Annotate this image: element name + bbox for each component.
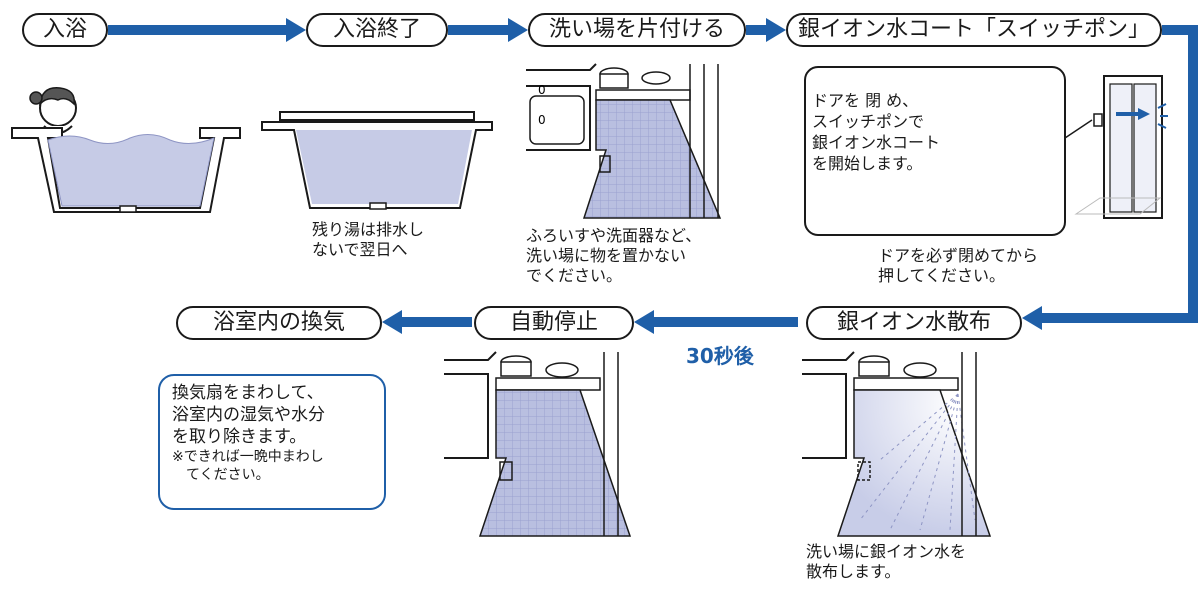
leftover-caption: 残り湯は排水し ないで翌日へ bbox=[312, 220, 424, 260]
caption-line: スイッチポンで bbox=[812, 112, 925, 131]
step-bath-end: 入浴終了 bbox=[306, 13, 448, 47]
caption-line: 換気扇をまわして、 bbox=[172, 383, 324, 403]
arrow-end-to-tidy bbox=[448, 18, 528, 42]
svg-text:0: 0 bbox=[538, 83, 546, 97]
door-note-caption: ドアを必ず閉めてから 押してください。 bbox=[878, 246, 1038, 286]
step-bath: 入浴 bbox=[22, 13, 108, 47]
caption-line: 押してください。 bbox=[878, 266, 1006, 285]
tidy-caption: ふろいすや洗面器など、 洗い場に物を置かない でください。 bbox=[526, 226, 701, 286]
caption-line: 洗い場に銀イオン水を bbox=[806, 542, 967, 561]
caption-line: 散布します。 bbox=[806, 562, 901, 581]
step-auto-stop: 自動停止 bbox=[474, 306, 634, 340]
caption-line: ドアを 閉 め、 bbox=[812, 91, 919, 110]
caption-line: 洗い場に物を置かない bbox=[526, 246, 687, 265]
arrow-spray-to-stop bbox=[634, 310, 798, 334]
arrow-bath-to-end bbox=[108, 18, 306, 42]
bathtub-with-person-illustration bbox=[11, 87, 241, 213]
caption-line: てください。 bbox=[186, 467, 270, 483]
arrow-coat-to-spray bbox=[1022, 25, 1198, 330]
caption-line: を取り除きます。 bbox=[172, 427, 307, 447]
ventilation-note-box bbox=[158, 374, 386, 510]
wash-area-tidy-illustration: 0 0 bbox=[526, 63, 734, 219]
step-tidy: 洗い場を片付ける bbox=[528, 13, 746, 47]
caption-line: ドアを必ず閉めてから bbox=[878, 246, 1039, 265]
delay-label: 30秒後 bbox=[686, 344, 754, 368]
bathtub-with-lid-illustration bbox=[261, 111, 493, 210]
wash-area-spraying-illustration bbox=[802, 351, 1002, 537]
wash-area-stopped-illustration bbox=[444, 351, 636, 537]
caption-line: を開始します。 bbox=[812, 154, 923, 173]
step-silver-ion-spray: 銀イオン水散布 bbox=[806, 306, 1022, 340]
arrow-tidy-to-coat bbox=[746, 18, 786, 42]
svg-text:0: 0 bbox=[538, 113, 546, 127]
step-ventilation: 浴室内の換気 bbox=[176, 306, 382, 340]
caption-line: 残り湯は排水し bbox=[312, 220, 425, 239]
spray-caption: 洗い場に銀イオン水を 散布します。 bbox=[806, 542, 966, 582]
caption-line: ※できれば一晩中まわし bbox=[172, 449, 324, 465]
arrow-stop-to-vent bbox=[382, 310, 472, 334]
door-instruction-text: ドアを 閉 め、 スイッチポンで 銀イオン水コート を開始します。 bbox=[812, 90, 940, 174]
caption-line: ないで翌日へ bbox=[312, 240, 408, 259]
caption-line: 浴室内の湿気や水分 bbox=[172, 405, 325, 425]
caption-line: ふろいすや洗面器など、 bbox=[526, 226, 702, 245]
step-silver-ion-coat: 銀イオン水コート「スイッチポン」 bbox=[786, 13, 1162, 47]
ventilation-note-text: 換気扇をまわして、 浴室内の湿気や水分 を取り除きます。 ※できれば一晩中まわし… bbox=[172, 382, 325, 484]
door-instruction-box bbox=[804, 66, 1066, 236]
caption-line: でください。 bbox=[526, 266, 623, 285]
caption-line: 銀イオン水コート bbox=[812, 133, 941, 152]
